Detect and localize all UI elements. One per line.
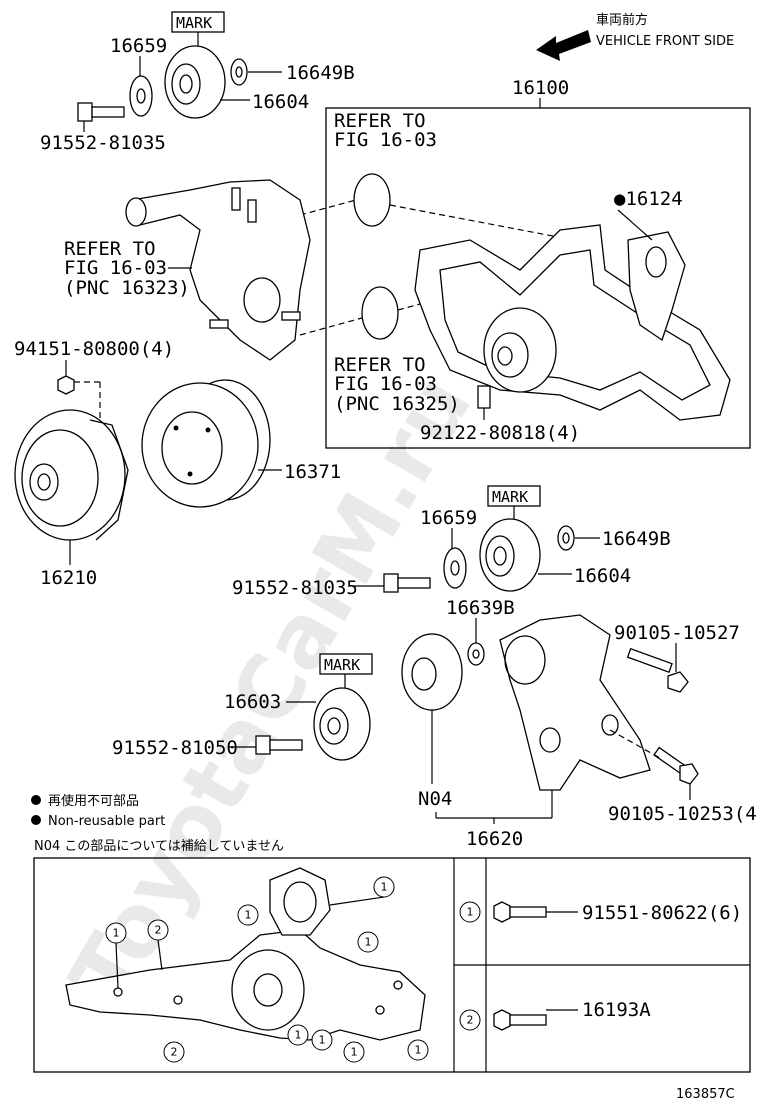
callout-1d: 1 xyxy=(357,931,379,953)
part-label-91552-81035-b: 91552-81035 xyxy=(232,577,358,599)
water-inlet-housing xyxy=(131,179,311,361)
gasket-16124 xyxy=(627,231,686,342)
water-pump-assembly-box: 16100 REFER TO FIG 16-03 REFER TO FIG 16… xyxy=(299,77,751,449)
callout-1b: 1 xyxy=(237,904,259,926)
refer2-line2: FIG 16-03 xyxy=(64,257,167,279)
bolt-91551-icon xyxy=(493,901,511,923)
table-row-2: 2 16193A xyxy=(459,999,651,1031)
part-label-92122-80818: 92122-80818(4) xyxy=(420,422,580,444)
tensioner-bracket-16620 xyxy=(499,614,651,791)
part-label-16603: 16603 xyxy=(224,691,281,713)
svg-text:1: 1 xyxy=(245,909,252,922)
part-label-16659-b: 16659 xyxy=(420,507,477,529)
callout-2b: 2 xyxy=(163,1041,185,1063)
bolt-shank xyxy=(91,106,125,118)
callout-1c: 1 xyxy=(373,876,395,898)
svg-text:2: 2 xyxy=(155,924,162,937)
part-label-90105-10527: 90105-10527 xyxy=(614,622,740,644)
legend-jp: 再使用不可部品 xyxy=(48,793,139,809)
mark-box-3 xyxy=(319,653,373,675)
refer2-line3: (PNC 16323) xyxy=(64,277,190,299)
callout-1a: 1 xyxy=(105,922,127,944)
lower-idler-group: MARK 16603 91552-81050 xyxy=(112,653,373,761)
bolt-16193a-icon xyxy=(493,1009,511,1031)
part-label-16649b: 16649B xyxy=(286,62,355,84)
refer3-line2: FIG 16-03 xyxy=(334,373,437,395)
vehicle-front-indicator: 車両前方 VEHICLE FRONT SIDE xyxy=(536,12,734,61)
table-row-1: 1 91551-80622(6) xyxy=(459,901,742,924)
part-label-16100: 16100 xyxy=(512,77,569,99)
part-label-16210: 16210 xyxy=(40,567,97,589)
stud-92122 xyxy=(477,385,491,409)
water-inlet-housing-group: REFER TO FIG 16-03 (PNC 16323) xyxy=(64,179,311,361)
callout-1h: 1 xyxy=(407,1039,429,1061)
o-ring-lower xyxy=(361,286,399,340)
mark-label-2: MARK xyxy=(492,488,528,506)
legend-en: Non-reusable part xyxy=(48,814,165,829)
part-label-16620: 16620 xyxy=(466,828,523,850)
assembly-frame xyxy=(325,107,751,449)
row1-num: 1 xyxy=(467,906,474,919)
part-label-n04: N04 xyxy=(418,788,452,810)
part-label-91552-81035: 91552-81035 xyxy=(40,132,166,154)
callout-1f: 1 xyxy=(311,1029,333,1051)
tensioner-group: 16639B 90105-10527 90105-10253(4) N04 16… xyxy=(401,597,760,850)
refer3-line1: REFER TO xyxy=(334,354,426,376)
part-label-94151-80800: 94151-80800(4) xyxy=(14,338,174,360)
water-pump-pulley-16371 xyxy=(141,382,259,508)
bolt-90105-10527 xyxy=(626,647,673,674)
refer3-line3: (PNC 16325) xyxy=(334,393,460,415)
svg-text:1: 1 xyxy=(381,881,388,894)
part-label-16604-b: 16604 xyxy=(574,565,631,587)
legend: 再使用不可部品 Non-reusable part N04 この部品については補… xyxy=(31,793,284,854)
part-label-16659: 16659 xyxy=(110,35,167,57)
part-label-16371: 16371 xyxy=(284,461,341,483)
front-arrow-icon xyxy=(536,30,591,61)
part-label-90105-10253: 90105-10253(4) xyxy=(608,803,760,825)
refer2-line1: REFER TO xyxy=(64,238,156,260)
bolt-head-91552-b xyxy=(383,573,399,593)
o-ring-upper xyxy=(353,173,391,227)
row1-part: 91551-80622(6) xyxy=(582,902,742,924)
fan-clutch-pulley-group: 94151-80800(4) 16210 16371 xyxy=(14,338,341,589)
svg-text:1: 1 xyxy=(295,1029,302,1042)
part-label-16639b: 16639B xyxy=(446,597,515,619)
mark-label-3: MARK xyxy=(324,656,360,674)
figure-id: 163857C xyxy=(676,1087,735,1102)
svg-text:1: 1 xyxy=(113,927,120,940)
refer1-line1: REFER TO xyxy=(334,110,426,132)
row2-part: 16193A xyxy=(582,999,651,1021)
mark-label: MARK xyxy=(176,14,212,32)
svg-text:1: 1 xyxy=(319,1034,326,1047)
svg-text:1: 1 xyxy=(415,1044,422,1057)
middle-idler-group: MARK 16659 16649B 16604 91552-81035 xyxy=(232,485,671,599)
callout-1e: 1 xyxy=(287,1024,309,1046)
water-pump-body xyxy=(414,224,731,421)
bolt-head-91552 xyxy=(77,102,93,122)
refer1-line2: FIG 16-03 xyxy=(334,129,437,151)
direction-en: VEHICLE FRONT SIDE xyxy=(596,34,734,49)
callout-1g: 1 xyxy=(343,1041,365,1063)
nut-94151 xyxy=(57,375,75,395)
bolt-head-91552-c xyxy=(255,735,271,755)
part-label-16649b-b: 16649B xyxy=(602,528,671,550)
part-label-91552-81050: 91552-81050 xyxy=(112,737,238,759)
bullet-icon xyxy=(31,795,41,805)
direction-jp: 車両前方 xyxy=(596,12,648,28)
top-idler-group: MARK 16659 16649B 16604 91552-81035 xyxy=(40,11,355,154)
part-label-16604: 16604 xyxy=(252,91,309,113)
bolt-reference-box: 1 2 1 1 1 1 2 1 1 1 1 91551-80622(6) 2 1… xyxy=(33,857,751,1073)
svg-text:1: 1 xyxy=(351,1046,358,1059)
svg-text:2: 2 xyxy=(171,1046,178,1059)
part-label-16124: ●16124 xyxy=(614,188,683,210)
callout-2a: 2 xyxy=(147,919,169,941)
n04-note: N04 この部品については補給していません xyxy=(34,839,284,854)
row2-num: 2 xyxy=(467,1014,474,1027)
svg-text:1: 1 xyxy=(365,936,372,949)
bullet-icon-2 xyxy=(31,815,41,825)
